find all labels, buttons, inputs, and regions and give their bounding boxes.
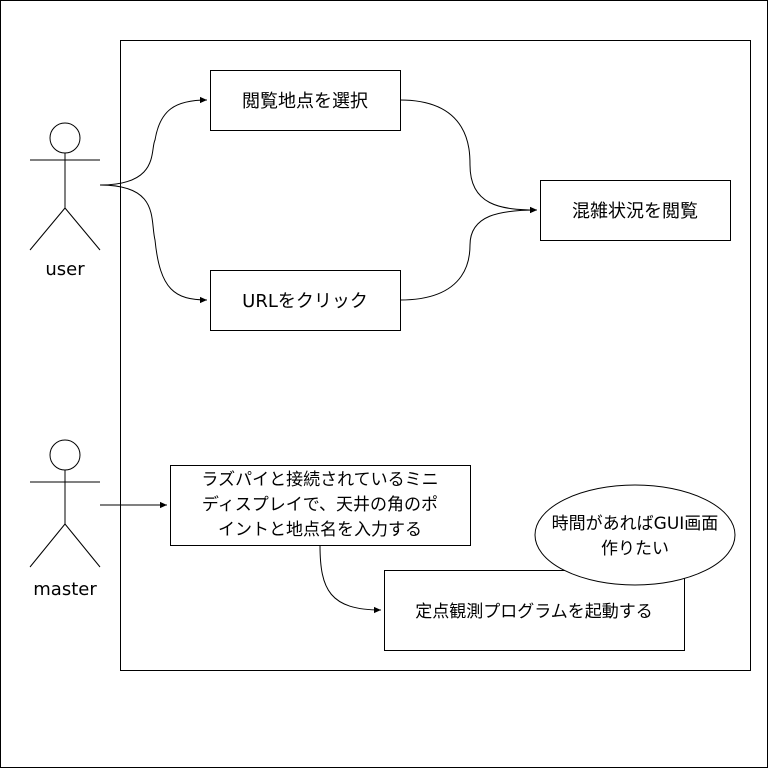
- user-actor-head: [49, 122, 81, 154]
- edge-select-point-to-view: [399, 99, 538, 214]
- user-actor[interactable]: user: [29, 122, 101, 280]
- master-actor-left-leg: [29, 523, 66, 568]
- master-actor-head: [49, 439, 81, 471]
- use-case-input-points-box: [170, 465, 471, 546]
- note-ellipse-shape: [534, 484, 736, 586]
- note-line1: 時間があればGUI画面: [552, 514, 719, 534]
- user-actor-left-leg: [29, 207, 66, 251]
- use-case-click-url-label: URLをクリック: [242, 291, 368, 312]
- master-actor[interactable]: master: [29, 439, 101, 600]
- note-line2: 作りたい: [601, 539, 669, 559]
- master-actor-right-leg: [64, 523, 101, 568]
- edge-user-to-click-url: [99, 184, 208, 304]
- use-case-input-points-line3: イントと地点名を入力する: [218, 520, 422, 540]
- use-case-view-congestion[interactable]: 混雑状況を閲覧: [540, 180, 731, 241]
- use-case-start-program-label: 定点観測プログラムを起動する: [415, 602, 653, 622]
- use-case-select-point[interactable]: 閲覧地点を選択: [210, 70, 401, 131]
- user-actor-label: user: [45, 259, 85, 280]
- use-case-view-congestion-box: [540, 180, 731, 241]
- note-ellipse[interactable]: 時間があればGUI画面 作りたい: [534, 484, 736, 586]
- use-case-click-url-box: [210, 270, 401, 331]
- edge-user-to-select-point: [99, 96, 208, 186]
- use-case-start-program[interactable]: 定点観測プログラムを起動する: [384, 570, 685, 651]
- use-case-click-url[interactable]: URLをクリック: [210, 270, 401, 331]
- use-case-select-point-label: 閲覧地点を選択: [242, 91, 368, 112]
- edge-input-points-to-start-program: [319, 544, 382, 614]
- use-case-input-points-line2: ディスプレイで、天井の角のポ: [202, 494, 438, 515]
- use-case-input-points[interactable]: ラズパイと接続されているミニ ディスプレイで、天井の角のポ イントと地点名を入力…: [170, 465, 471, 546]
- user-actor-right-leg: [64, 207, 101, 251]
- master-actor-label: master: [33, 579, 97, 600]
- edge-click-url-to-view: [399, 206, 538, 301]
- use-case-view-congestion-label: 混雑状況を閲覧: [572, 201, 698, 222]
- use-case-select-point-box: [210, 70, 401, 131]
- use-case-input-points-line1: ラズパイと接続されているミニ: [201, 470, 438, 490]
